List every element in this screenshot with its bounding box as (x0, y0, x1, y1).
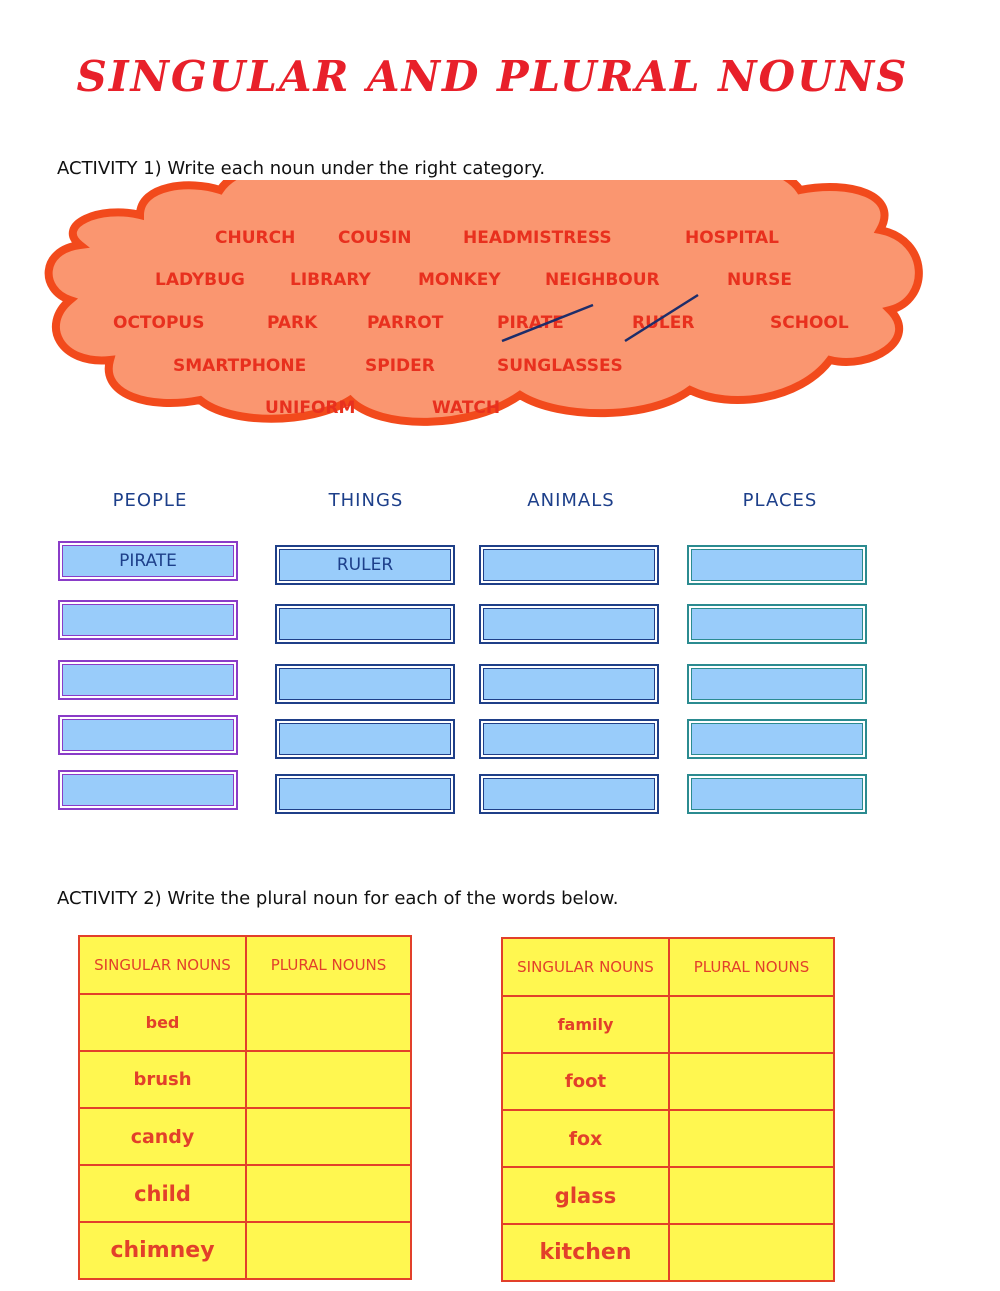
plural-answer-cell[interactable] (245, 1050, 412, 1109)
singular-noun: candy (78, 1107, 247, 1166)
singular-noun: kitchen (501, 1223, 670, 1282)
table-row: child (78, 1164, 412, 1223)
answer-slot-people[interactable] (58, 715, 238, 755)
table-row: bed (78, 993, 412, 1052)
word-cloud (44, 180, 923, 426)
table-row: chimney (78, 1221, 412, 1280)
plural-answer-cell[interactable] (245, 1221, 412, 1280)
singular-noun: bed (78, 993, 247, 1052)
table-row: brush (78, 1050, 412, 1109)
singular-noun: chimney (78, 1221, 247, 1280)
cloud-word[interactable]: SPIDER (365, 356, 435, 376)
header-singular: SINGULAR NOUNS (78, 935, 247, 995)
table-row: fox (501, 1109, 835, 1168)
singular-noun: brush (78, 1050, 247, 1109)
strike-line-pirate (501, 303, 594, 343)
cloud-word[interactable]: WATCH (432, 398, 501, 418)
answer-slot-things[interactable] (275, 664, 455, 704)
header-plural: PLURAL NOUNS (668, 937, 835, 997)
answer-slot-places[interactable] (687, 604, 867, 644)
cloud-word[interactable]: LADYBUG (155, 270, 245, 290)
answer-slot-animals[interactable] (479, 604, 659, 644)
header-plural: PLURAL NOUNS (245, 935, 412, 995)
cloud-word[interactable]: COUSIN (338, 228, 412, 248)
category-people: PEOPLE (112, 490, 188, 511)
answer-slot-people[interactable] (58, 660, 238, 700)
answer-slot-places[interactable] (687, 774, 867, 814)
strike-lines (501, 293, 699, 343)
cloud-word[interactable]: SCHOOL (770, 313, 849, 333)
answer-slot-people[interactable] (58, 770, 238, 810)
answer-slot-things[interactable] (275, 719, 455, 759)
answer-slot-people[interactable]: PIRATE (58, 541, 238, 581)
plural-answer-cell[interactable] (668, 1109, 835, 1168)
activity-1-instruction: ACTIVITY 1) Write each noun under the ri… (57, 158, 546, 179)
table-header-row: SINGULAR NOUNS PLURAL NOUNS (501, 937, 835, 997)
category-places: PLACES (742, 490, 818, 511)
cloud-word[interactable]: SMARTPHONE (173, 356, 307, 376)
cloud-word[interactable]: LIBRARY (290, 270, 371, 290)
plural-answer-cell[interactable] (668, 1223, 835, 1282)
table-header-row: SINGULAR NOUNS PLURAL NOUNS (78, 935, 412, 995)
cloud-word[interactable]: SUNGLASSES (497, 356, 623, 376)
cloud-word[interactable]: MONKEY (418, 270, 501, 290)
cloud-word[interactable]: PARK (267, 313, 318, 333)
cloud-word[interactable]: HOSPITAL (685, 228, 779, 248)
cloud-word[interactable]: OCTOPUS (113, 313, 205, 333)
cloud-word[interactable]: NURSE (727, 270, 792, 290)
cloud-word[interactable]: NEIGHBOUR (545, 270, 660, 290)
cloud-word[interactable]: PARROT (367, 313, 444, 333)
cloud-word-crossed[interactable]: PIRATE (497, 313, 564, 333)
answer-slot-places[interactable] (687, 545, 867, 585)
plural-answer-cell[interactable] (668, 1052, 835, 1111)
plural-table-left: SINGULAR NOUNS PLURAL NOUNS bed brush ca… (78, 935, 412, 1280)
table-row: family (501, 995, 835, 1054)
category-things: THINGS (328, 490, 404, 511)
table-row: foot (501, 1052, 835, 1111)
answer-slot-things[interactable] (275, 774, 455, 814)
activity-2-instruction: ACTIVITY 2) Write the plural noun for ea… (57, 888, 619, 909)
plural-answer-cell[interactable] (668, 1166, 835, 1225)
answer-slot-animals[interactable] (479, 719, 659, 759)
answer-slot-animals[interactable] (479, 774, 659, 814)
cloud-word[interactable]: CHURCH (215, 228, 296, 248)
answer-text: PIRATE (119, 551, 177, 571)
answer-slot-people[interactable] (58, 600, 238, 640)
singular-noun: glass (501, 1166, 670, 1225)
singular-noun: fox (501, 1109, 670, 1168)
answer-slot-animals[interactable] (479, 545, 659, 585)
plural-answer-cell[interactable] (668, 995, 835, 1054)
table-row: glass (501, 1166, 835, 1225)
table-row: kitchen (501, 1223, 835, 1282)
plural-answer-cell[interactable] (245, 1164, 412, 1223)
singular-noun: family (501, 995, 670, 1054)
cloud-shape (44, 180, 923, 426)
cloud-word[interactable]: HEADMISTRESS (463, 228, 612, 248)
plural-answer-cell[interactable] (245, 993, 412, 1052)
plural-table-right: SINGULAR NOUNS PLURAL NOUNS family foot … (501, 937, 835, 1282)
answer-slot-places[interactable] (687, 719, 867, 759)
strike-line-ruler (624, 293, 699, 343)
answer-slot-animals[interactable] (479, 664, 659, 704)
cloud-word[interactable]: UNIFORM (265, 398, 356, 418)
answer-slot-things[interactable] (275, 604, 455, 644)
answer-slot-things[interactable]: RULER (275, 545, 455, 585)
category-animals: ANIMALS (527, 490, 615, 511)
answer-slot-places[interactable] (687, 664, 867, 704)
page-title: SINGULAR AND PLURAL NOUNS (76, 52, 909, 101)
singular-noun: foot (501, 1052, 670, 1111)
singular-noun: child (78, 1164, 247, 1223)
answer-text: RULER (336, 555, 394, 575)
plural-answer-cell[interactable] (245, 1107, 412, 1166)
table-row: candy (78, 1107, 412, 1166)
header-singular: SINGULAR NOUNS (501, 937, 670, 997)
